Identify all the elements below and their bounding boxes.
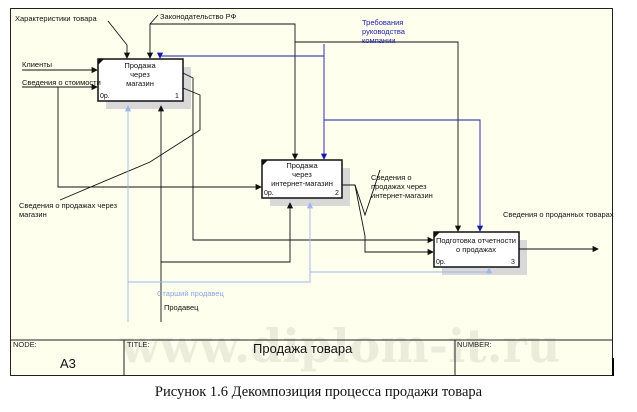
activity-1-line-1: Продажа [124, 61, 156, 70]
figure-caption: Рисунок 1.6 Декомпозиция процесса продаж… [154, 384, 483, 400]
label-legislation: Законодательство РФ [160, 12, 237, 21]
activity-1-line-3: магазин [126, 79, 154, 88]
arrow-management-to-box1[interactable] [156, 52, 324, 59]
label-product-characteristics: Характеристики товара [15, 14, 97, 23]
arrow-box1-output[interactable] [182, 72, 434, 244]
label-online-sales-1: Сведения о [371, 173, 412, 182]
arrow-product-characteristics[interactable] [107, 20, 131, 59]
arrow-legislation-branch[interactable] [150, 23, 299, 160]
arrow-store-sales-info[interactable] [59, 87, 201, 201]
node-label: NODE: [13, 340, 37, 349]
activity-1-number: 1 [175, 93, 179, 100]
activity-box-2[interactable]: Продажа через интернет-магазин 0р. 2 [261, 159, 350, 206]
activity-2-number: 2 [335, 190, 339, 197]
label-management-1: Требования [362, 18, 403, 27]
label-cost-info: Сведения о стоимости [22, 78, 101, 87]
label-online-sales-2: продажах через [371, 182, 427, 191]
activity-box-3[interactable]: Подготовка отчетности о продажах 0р. 3 [433, 231, 527, 275]
activity-3-number: 3 [511, 259, 515, 266]
activity-3-line-2: о продажах [456, 245, 496, 254]
label-senior-seller: Старший продавец [157, 289, 224, 298]
title-label: TITLE: [127, 340, 150, 349]
activity-2-cost: 0р. [264, 190, 274, 197]
arrow-seller-box2[interactable] [161, 202, 294, 263]
label-seller: Продавец [164, 303, 199, 312]
label-store-sales-2: магазин [19, 210, 47, 219]
number-label: NUMBER: [457, 340, 492, 349]
label-management-2: руководства [362, 27, 406, 36]
arrow-online-to-box3[interactable] [354, 184, 434, 256]
activity-1-cost: 0р. [100, 93, 110, 100]
activity-3-cost: 0р. [436, 259, 446, 266]
activity-2-line-3: интернет-магазин [271, 179, 333, 188]
activity-2-line-1: Продажа [286, 161, 318, 170]
watermark: www.diplom-it.ru [119, 319, 560, 373]
diagram-title: Продажа товара [253, 341, 353, 356]
arrow-legislation[interactable] [146, 14, 159, 59]
activity-3-line-1: Подготовка отчетности [436, 236, 516, 245]
activity-2-line-2: через [292, 170, 312, 179]
node-value: A3 [60, 356, 76, 371]
label-online-sales-3: интернет-магазин [371, 191, 433, 200]
activity-1-line-2: через [130, 70, 150, 79]
title-block: NODE: A3 TITLE: Продажа товара NUMBER: [10, 339, 614, 376]
activity-box-1[interactable]: Продажа через магазин 0р. 1 [97, 58, 191, 109]
arrow-management-to-box3[interactable] [324, 119, 484, 232]
arrow-online-sales-output[interactable] [342, 169, 381, 217]
label-management-3: компании [362, 36, 395, 45]
arrow-legislation-box3[interactable] [295, 41, 462, 232]
label-sold-goods-info: Сведения о проданных товарах [503, 210, 614, 219]
arrow-senior-seller-box2[interactable] [128, 202, 314, 283]
label-store-sales-1: Сведения о продажах через [19, 201, 118, 210]
label-clients: Клиенты [22, 60, 52, 69]
arrow-senior-seller-box3[interactable] [310, 267, 493, 274]
